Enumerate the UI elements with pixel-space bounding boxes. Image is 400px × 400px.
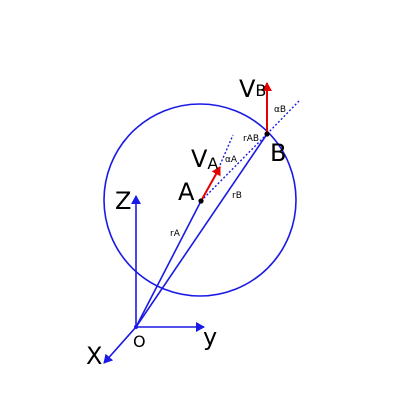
alpha-a-label: αA [225,155,238,165]
point-a-label: A [178,178,195,206]
velocity-b-label: VB [239,75,266,103]
x-axis-label: X [86,342,102,370]
point-b-dot [264,131,270,137]
y-axis-label: y [203,323,217,351]
point-b-label: B [270,139,286,167]
point-a-dot [198,198,204,204]
origin-label: O [133,332,146,351]
alpha-b-label: αB [274,105,286,115]
direction-line-a [219,134,234,166]
velocity-vector-a [200,166,221,202]
x-axis [103,326,137,364]
r-ab-label: rAB [243,134,259,144]
position-vector-b [135,133,268,328]
r-a-label: rA [170,229,181,239]
z-axis-label: Z [115,187,131,215]
trajectory-circle [103,103,297,297]
position-vector-a [135,200,202,328]
r-b-label: rB [232,191,242,201]
velocity-a-label: VA [191,145,218,173]
origin-dot [134,325,138,329]
